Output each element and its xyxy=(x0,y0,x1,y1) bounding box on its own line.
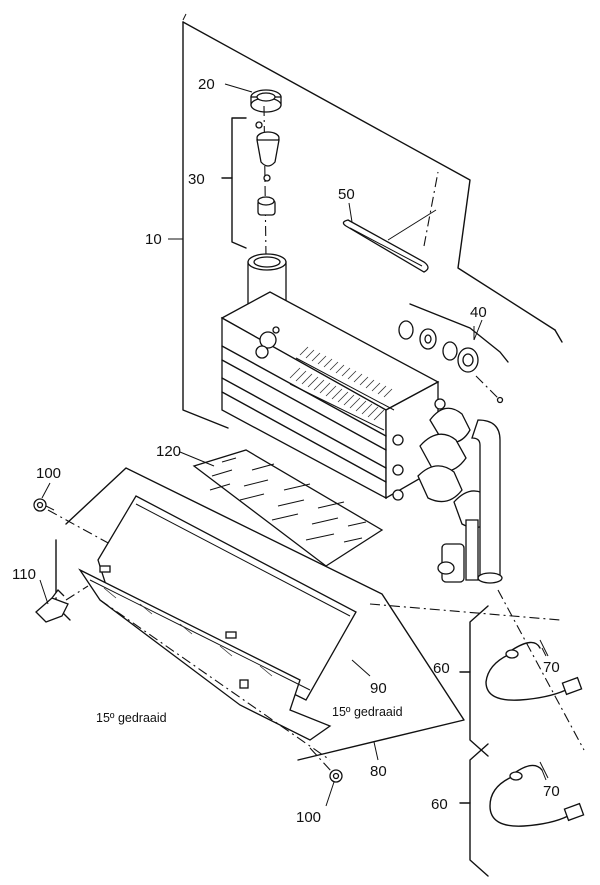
sensor-cable-upper xyxy=(369,603,583,757)
callout-20: 20 xyxy=(198,76,215,93)
callout-60-upper: 60 xyxy=(433,660,450,677)
sensor-cable-lower xyxy=(459,589,585,877)
clip-part xyxy=(35,585,89,623)
seal-rings xyxy=(398,303,509,404)
gasket-ring xyxy=(342,171,439,273)
air-vent-assembly xyxy=(221,105,280,259)
callout-60-lower: 60 xyxy=(431,796,448,813)
tray-frame xyxy=(47,467,465,761)
perforated-plate xyxy=(192,449,384,567)
callout-40: 40 xyxy=(470,304,487,321)
callout-100-lower: 100 xyxy=(296,809,321,826)
nut-part xyxy=(250,89,282,113)
coil-fins xyxy=(289,346,395,431)
callout-70-lower: 70 xyxy=(543,783,560,800)
callout-10: 10 xyxy=(145,231,162,248)
note-rotated-right: 15º gedraaid xyxy=(332,705,403,719)
screw-lower xyxy=(309,747,343,783)
callout-120: 120 xyxy=(156,443,181,460)
callout-110: 110 xyxy=(12,566,36,583)
callout-30: 30 xyxy=(188,171,205,188)
return-bends xyxy=(417,407,503,584)
leader-lines xyxy=(39,83,547,807)
callout-100-upper: 100 xyxy=(36,465,61,482)
note-rotated-left: 15º gedraaid xyxy=(96,711,167,725)
callout-80: 80 xyxy=(370,763,387,780)
callout-50: 50 xyxy=(338,186,355,203)
heat-exchanger-body xyxy=(220,291,446,501)
callout-90: 90 xyxy=(370,680,387,697)
heat-exchanger-panel-outline xyxy=(182,13,563,429)
callout-70-upper: 70 xyxy=(543,659,560,676)
screw-upper xyxy=(33,498,55,512)
